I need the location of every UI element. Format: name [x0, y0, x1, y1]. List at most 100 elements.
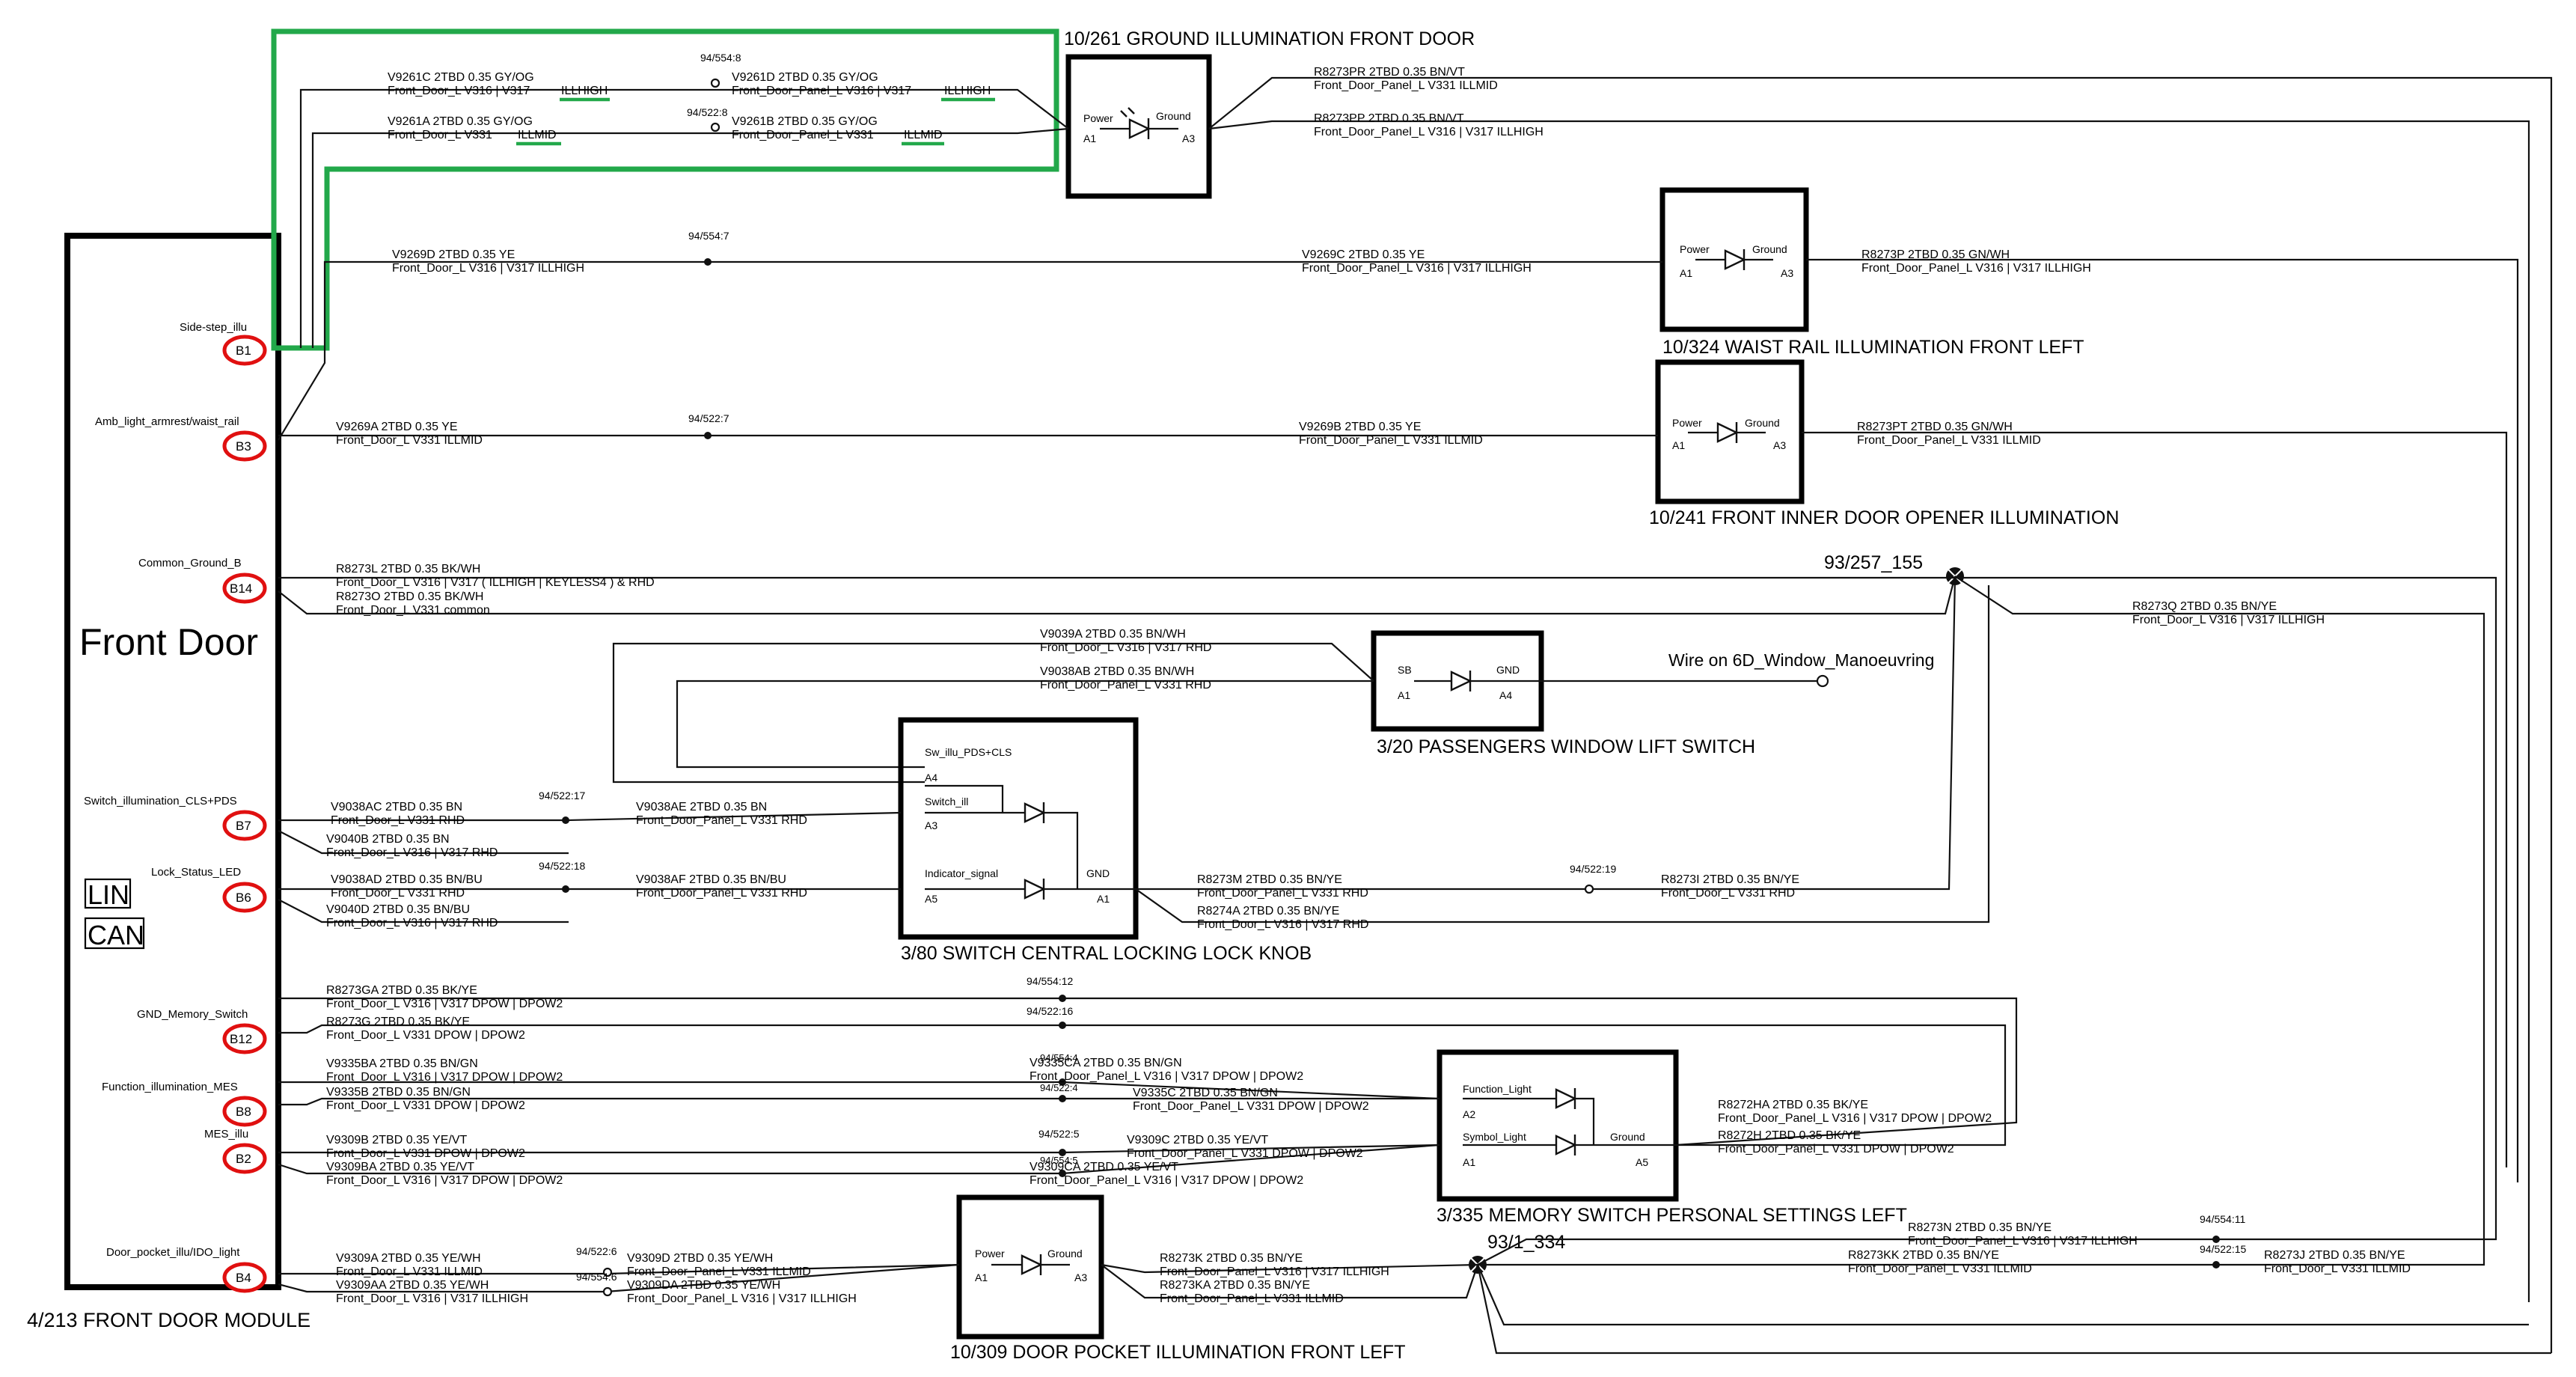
inner-opener-power: Power [1672, 417, 1702, 429]
window-switch-sb: SB [1398, 664, 1412, 676]
connector-dot [1059, 995, 1066, 1002]
waist-rail-power: Power [1680, 243, 1710, 255]
wire-ws2a: V9038AB 2TBD 0.35 BN/WH [1040, 665, 1194, 678]
window-wire-label: Wire on 6D_Window_Manoeuvring [1668, 650, 1934, 670]
conn-c3: 94/554:7 [688, 230, 729, 242]
wire-g4c: ILLMID [904, 129, 943, 141]
wire-dp1a: V9309A 2TBD 0.35 YE/WH [336, 1252, 481, 1265]
wire-r1a: R8273PR 2TBD 0.35 BN/VT [1314, 66, 1465, 79]
wire-rn1b: Front_Door_Panel_L V316 | V317 ILLHIGH [1908, 1235, 2138, 1248]
inner-opener-led-icon [1716, 422, 1739, 443]
conn-c11: 94/522:4 [1040, 1082, 1078, 1093]
memory-led-2-icon [1555, 1135, 1577, 1155]
wire-m8c: V9335B 2TBD 0.35 BN/GN [326, 1086, 471, 1099]
wire-dp1b: Front_Door_L V331 ILLMID [336, 1265, 483, 1278]
pin-label-b3: Amb_light_armrest/waist_rail [95, 415, 239, 428]
wire-rn2a: R8273KK 2TBD 0.35 BN/YE [1848, 1249, 1999, 1262]
wire-lk3a: R8273I 2TBD 0.35 BN/YE [1661, 873, 1799, 886]
ground-illum-ground: Ground [1156, 110, 1191, 122]
connector-dot [704, 432, 712, 439]
door-pocket-caption: 10/309 DOOR POCKET ILLUMINATION FRONT LE… [950, 1342, 1405, 1363]
door-pocket-a3: A3 [1074, 1271, 1087, 1283]
pin-marker-b1 [222, 335, 267, 366]
lock-knob-caption: 3/80 SWITCH CENTRAL LOCKING LOCK KNOB [901, 943, 1312, 964]
window-switch-a1: A1 [1398, 689, 1410, 701]
wire-g3b: Front_Door_L V331 [388, 129, 492, 141]
conn-c6: 94/522:18 [539, 860, 585, 872]
connector-dot [704, 258, 712, 266]
pin-marker-b7 [222, 810, 267, 841]
wire-m2f: Front_Door_Panel_L V331 DPOW | DPOW2 [1127, 1147, 1363, 1160]
wire-cg1a: R8273L 2TBD 0.35 BK/WH [336, 563, 480, 575]
wire-mg1b: Front_Door_Panel_L V316 | V317 DPOW | DP… [1718, 1112, 1992, 1125]
wire-mg1a: R8272HA 2TBD 0.35 BK/YE [1718, 1099, 1868, 1111]
ground-illum-a3: A3 [1182, 132, 1195, 144]
wire-rj1b: Front_Door_L V331 ILLMID [2264, 1262, 2411, 1275]
wire-r2a: R8273PP 2TBD 0.35 BN/VT [1314, 112, 1464, 125]
wire-i2b: Front_Door_Panel_L V331 ILLMID [1299, 434, 1483, 447]
can-box [84, 917, 145, 950]
conn-c12: 94/522:5 [1038, 1128, 1080, 1140]
lock-knob-a1: A1 [1097, 893, 1110, 905]
wire-g2a: V9261D 2TBD 0.35 GY/OG [732, 71, 878, 84]
wire-w3a: R8273P 2TBD 0.35 GN/WH [1861, 248, 2010, 261]
lock-knob-led-1-icon [1024, 802, 1046, 823]
wire-w1a: V9269D 2TBD 0.35 YE [392, 248, 515, 261]
connector-dot [710, 78, 721, 88]
wire-dk2a: R8273KA 2TBD 0.35 BN/YE [1160, 1279, 1310, 1292]
wire-g4b: Front_Door_Panel_L V331 [732, 129, 874, 141]
wire-dp4b: Front_Door_Panel_L V316 | V317 ILLHIGH [627, 1292, 857, 1305]
connector-dot [1059, 1095, 1066, 1102]
conn-c7: 94/522:19 [1570, 863, 1616, 875]
front-door-module-box [64, 233, 281, 1290]
pin-b4: B4 [236, 1271, 251, 1285]
wire-i3a: R8273PT 2TBD 0.35 GN/WH [1857, 421, 2013, 433]
conn-c1: 94/554:8 [700, 52, 741, 64]
pin-b8: B8 [236, 1105, 251, 1119]
wire-s7f: Front_Door_Panel_L V331 RHD [636, 814, 807, 827]
wire-dk1a: R8273K 2TBD 0.35 BN/YE [1160, 1252, 1303, 1265]
pin-marker-b14 [222, 573, 267, 604]
wire-m2d: Front_Door_L V316 | V317 DPOW | DPOW2 [326, 1174, 563, 1187]
wire-rn1a: R8273N 2TBD 0.35 BN/YE [1908, 1221, 2052, 1234]
can-label: CAN [88, 920, 144, 950]
memory-led-1-icon [1555, 1088, 1577, 1109]
wire-w2b: Front_Door_Panel_L V316 | V317 ILLHIGH [1302, 262, 1532, 275]
pin-marker-b4 [222, 1262, 267, 1293]
memory-symbol-light: Symbol_Light [1463, 1131, 1526, 1143]
inner-opener-caption: 10/241 FRONT INNER DOOR OPENER ILLUMINAT… [1649, 507, 2119, 528]
inner-opener-a1: A1 [1672, 439, 1685, 451]
pin-label-b2: MES_illu [204, 1128, 248, 1141]
wire-w1b: Front_Door_L V316 | V317 ILLHIGH [392, 262, 584, 275]
pin-label-b8: Function_illumination_MES [102, 1081, 238, 1093]
pin-label-b6: Lock_Status_LED [151, 866, 241, 879]
waist-rail-ground: Ground [1752, 243, 1787, 255]
conn-c17: 94/522:15 [2200, 1243, 2246, 1255]
connector-dot [2212, 1261, 2220, 1268]
connector-dot [1059, 1149, 1066, 1156]
wire-s6b: Front_Door_L V331 RHD [331, 887, 465, 900]
window-switch-a4: A4 [1499, 689, 1512, 701]
ground-illum-a1: A1 [1083, 132, 1096, 144]
wire-rn2b: Front_Door_Panel_L V331 ILLMID [1848, 1262, 2032, 1275]
wire-w3b: Front_Door_Panel_L V316 | V317 ILLHIGH [1861, 262, 2091, 275]
connector-dot [1059, 1022, 1066, 1029]
green-highlight-path [271, 28, 1059, 351]
wire-g4a: V9261B 2TBD 0.35 GY/OG [732, 115, 878, 128]
connector-dot [562, 816, 569, 824]
ground-illumination-box [1065, 54, 1212, 199]
wire-m12c: R8273G 2TBD 0.35 BK/YE [326, 1016, 470, 1028]
wire-m8e: V9335CA 2TBD 0.35 BN/GN [1030, 1057, 1182, 1069]
conn-c16: 94/554:11 [2200, 1213, 2245, 1225]
waist-rail-caption: 10/324 WAIST RAIL ILLUMINATION FRONT LEF… [1662, 337, 2084, 358]
pin-marker-b12 [222, 1023, 267, 1054]
conn-c4: 94/522:7 [688, 412, 729, 424]
wire-cg1b: Front_Door_L V316 | V317 ( ILLHIGH | KEY… [336, 576, 655, 589]
pin-marker-b2 [222, 1143, 267, 1174]
conn-c15: 94/554:6 [576, 1271, 617, 1283]
inner-opener-ground: Ground [1745, 417, 1780, 429]
conn-c5: 94/522:17 [539, 790, 585, 802]
wire-ws1b: Front_Door_L V316 | V317 RHD [1040, 641, 1211, 654]
wire-m2g: V9309CA 2TBD 0.35 YE/VT [1030, 1161, 1178, 1173]
conn-c14: 94/522:6 [576, 1245, 617, 1257]
